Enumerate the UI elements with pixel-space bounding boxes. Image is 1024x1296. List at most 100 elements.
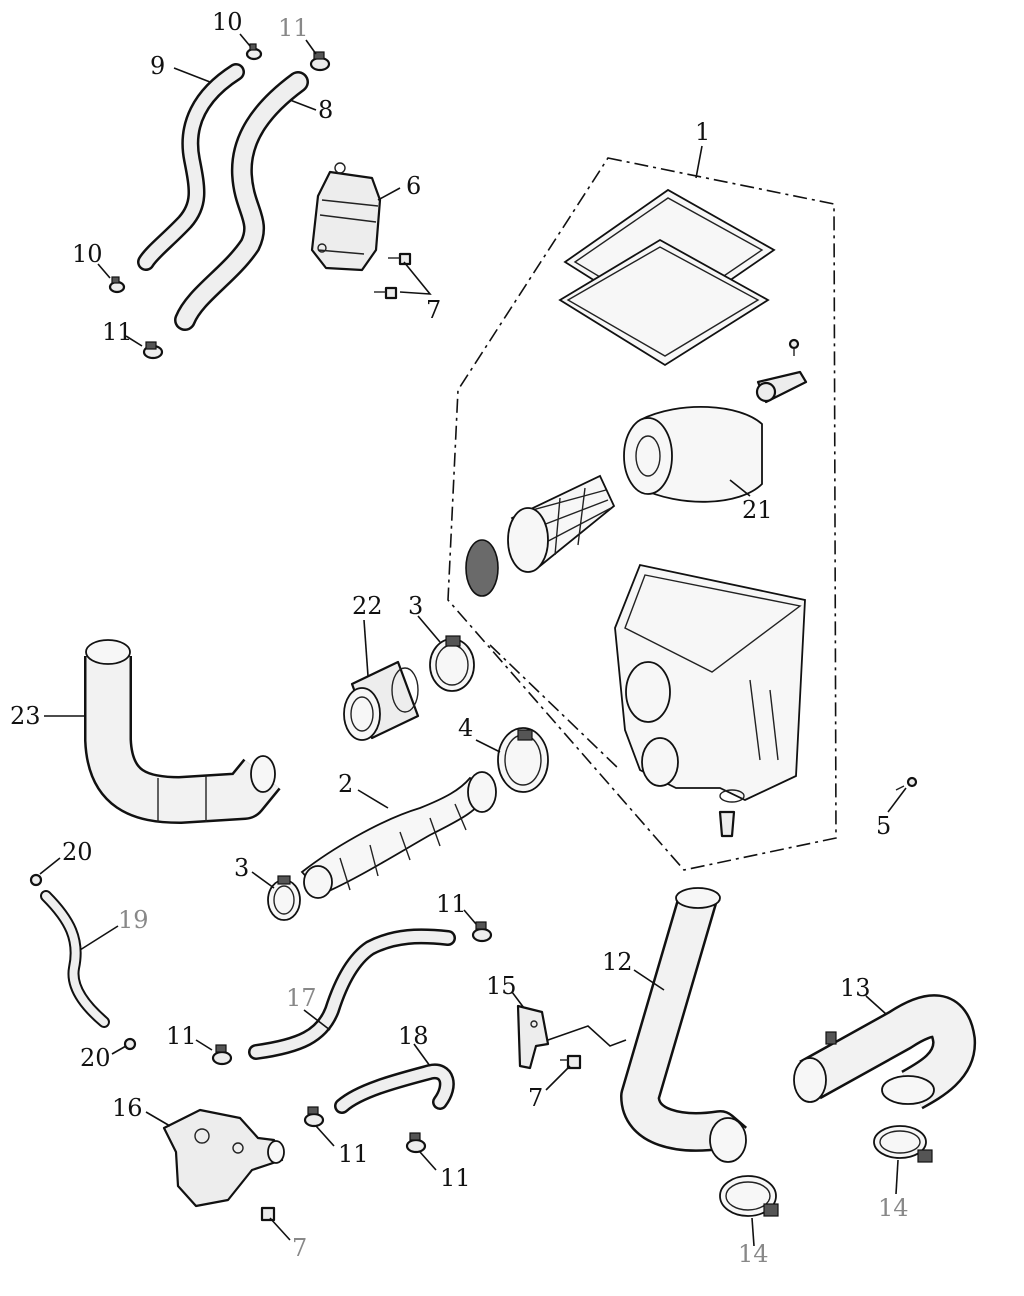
clamp-10-left: [108, 276, 126, 294]
leader-19: [79, 925, 119, 951]
callout-18: 18: [398, 1022, 429, 1050]
callout-11-lower-a: 11: [338, 1140, 369, 1168]
bracket-link-line: [547, 1025, 627, 1047]
clamp-3-lower: [267, 875, 301, 921]
callout-10-top: 10: [212, 8, 243, 36]
leader-18: [413, 1043, 431, 1067]
leader-14a: [895, 1159, 899, 1195]
part-15-bracket: [516, 1004, 550, 1070]
leader-1: [695, 145, 703, 179]
leader-13: [865, 995, 887, 1015]
leader-17: [303, 1009, 331, 1031]
boundary-leader-2: [489, 644, 621, 771]
clamp-4: [497, 727, 549, 793]
clamp-3-upper: [429, 635, 475, 692]
leader-11c: [463, 909, 477, 925]
callout-11-mid-left: 11: [166, 1022, 197, 1050]
bolt-7-bracket: [560, 1054, 582, 1070]
callout-20-top: 20: [62, 838, 93, 866]
callout-8: 8: [318, 96, 333, 124]
clamp-10-top: [245, 43, 263, 61]
air-box-lid: [558, 188, 776, 367]
callout-14-right: 14: [878, 1194, 909, 1222]
part-2-intake-duct: [300, 771, 497, 899]
leader-11e: [315, 1125, 335, 1147]
leader-7d: [269, 1217, 291, 1241]
clamp-11-mid-right: [471, 921, 493, 943]
callout-19: 19: [118, 906, 149, 934]
clamp-11-lower-a: [303, 1106, 325, 1128]
callout-15: 15: [486, 972, 517, 1000]
callout-6: 6: [406, 172, 421, 200]
bolt-7-block-b: [374, 286, 398, 300]
callout-11-left: 11: [102, 318, 133, 346]
callout-21: 21: [742, 496, 773, 524]
callout-7-housing: 7: [292, 1234, 307, 1262]
clamp-11-mid-left: [211, 1044, 233, 1066]
leader-lines: [39, 33, 907, 1247]
callout-11-top: 11: [278, 14, 309, 42]
leader-6: [377, 187, 401, 201]
leader-7a: [399, 261, 432, 295]
part-12-duct: [620, 887, 748, 1163]
leader-3a: [417, 615, 441, 643]
callout-7-block: 7: [426, 296, 441, 324]
bolt-7-housing: [260, 1206, 276, 1222]
clamp-11-top: [309, 51, 331, 72]
part-13-duct: [793, 994, 976, 1110]
drain-valve-fitting: [755, 370, 808, 404]
part-19-hose: [40, 890, 110, 1028]
clamp-11-lower-b: [405, 1132, 427, 1154]
callout-10-left: 10: [72, 240, 103, 268]
callout-14-left: 14: [738, 1240, 769, 1268]
callout-17: 17: [286, 984, 317, 1012]
callout-23: 23: [10, 702, 41, 730]
leader-21: [729, 479, 751, 497]
leader-22: [363, 619, 369, 677]
leader-9: [173, 67, 211, 83]
cap-20-bottom: [123, 1037, 137, 1051]
leader-11d: [195, 1039, 213, 1051]
bolt-7-block-a: [388, 252, 412, 266]
part-17-hose: [248, 928, 456, 1060]
leader-14b: [751, 1217, 755, 1247]
leader-7c: [545, 1065, 571, 1091]
callout-20-bottom: 20: [80, 1044, 111, 1072]
leader-15: [511, 991, 525, 1009]
leader-10b: [97, 263, 111, 279]
filter-cage: [507, 474, 616, 573]
callout-2: 2: [338, 770, 353, 798]
callout-16: 16: [112, 1094, 143, 1122]
leader-10a: [239, 33, 251, 47]
clamp-11-left: [142, 341, 164, 360]
callout-12: 12: [602, 948, 633, 976]
part-18-hose: [334, 1063, 455, 1114]
leader-12: [633, 969, 665, 991]
part-23-pipe: [84, 639, 281, 824]
leader-20b: [111, 1045, 127, 1055]
air-box-body: [614, 563, 806, 801]
callout-labels: 1 10 11 9 8 6 10 7 11 21 22 3 23 4 2 5 2…: [10, 8, 909, 1268]
callout-3-upper: 3: [408, 592, 423, 620]
air-box-assembly-boundary: [447, 157, 837, 871]
callout-1: 1: [695, 118, 710, 146]
leader-16: [145, 1111, 171, 1127]
callout-4: 4: [458, 714, 473, 742]
leader-8: [289, 99, 317, 111]
leader-4: [475, 739, 501, 753]
leader-11f: [419, 1151, 437, 1171]
part-9-hose: [137, 63, 245, 271]
callout-9: 9: [150, 52, 165, 80]
screw-5: [895, 776, 918, 791]
hose-clip-small: [719, 789, 745, 803]
clamp-14-right: [873, 1125, 933, 1163]
part-16-housing: [162, 1108, 285, 1208]
clamp-14-left: [719, 1175, 779, 1217]
callout-11-lower-b: 11: [440, 1164, 471, 1192]
leader-3b: [251, 871, 275, 889]
leader-11b: [125, 335, 143, 347]
callout-7-bracket: 7: [528, 1084, 543, 1112]
leader-20a: [39, 857, 61, 875]
part-22-boot: [343, 660, 420, 741]
callout-13: 13: [840, 974, 871, 1002]
